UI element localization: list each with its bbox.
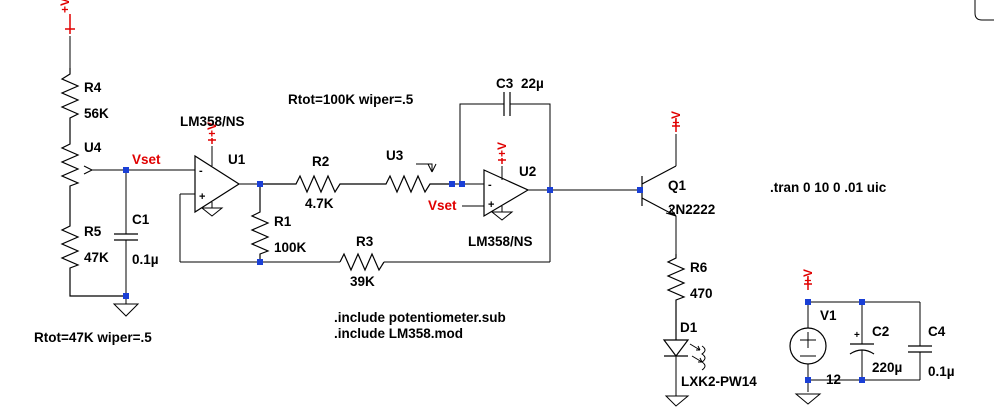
window-edge bbox=[974, 0, 994, 21]
transistor-q1: +V Q1 2N2222 bbox=[640, 111, 715, 254]
u4-name: U4 bbox=[84, 140, 102, 155]
u1-model: LM358/NS bbox=[180, 114, 245, 129]
v1-vplus-label: +V bbox=[801, 269, 815, 284]
vplus-source-left: +V bbox=[58, 0, 75, 68]
c4-value: 0.1µ bbox=[928, 364, 955, 379]
opamp-u2: - + +V U2 LM358/NS bbox=[452, 142, 640, 249]
r6-name: R6 bbox=[690, 260, 708, 275]
c2-value: 220µ bbox=[872, 360, 902, 375]
junction-node bbox=[805, 299, 811, 305]
resistor-r2: R2 4.7K bbox=[260, 154, 380, 211]
voltage-source-v1: +V V1 12 bbox=[789, 269, 841, 405]
r5-name: R5 bbox=[84, 224, 102, 239]
capacitor-c4: C4 0.1µ bbox=[808, 302, 955, 381]
net-vset-2: Vset bbox=[428, 198, 457, 213]
net-vset-1: Vset bbox=[132, 152, 161, 167]
capacitor-c3: C3 22µ bbox=[459, 76, 551, 190]
junction-node bbox=[859, 299, 865, 305]
junction-node bbox=[257, 259, 263, 265]
directive-pot-u3: Rtot=100K wiper=.5 bbox=[288, 92, 414, 107]
junction-node bbox=[859, 377, 865, 383]
d1-name: D1 bbox=[680, 320, 698, 335]
c1-name: C1 bbox=[132, 212, 150, 227]
junction-node bbox=[547, 187, 553, 193]
junction-node bbox=[449, 181, 455, 187]
r2-value: 4.7K bbox=[305, 196, 334, 211]
ground-led bbox=[664, 388, 690, 407]
r3-name: R3 bbox=[356, 234, 374, 249]
resistor-r3: R3 39K bbox=[180, 190, 551, 289]
junction-node bbox=[805, 377, 811, 383]
q1-name: Q1 bbox=[668, 178, 687, 193]
u1-vplus-label: +V bbox=[205, 122, 219, 137]
u1-plus-sign: + bbox=[199, 191, 205, 203]
directive-tran: .tran 0 10 0 .01 uic bbox=[770, 180, 887, 195]
u2-vplus-label: +V bbox=[495, 142, 509, 157]
directive-include-potentiometer: .include potentiometer.sub bbox=[334, 310, 506, 325]
junction-nodes bbox=[123, 167, 865, 383]
q1-vplus-label: +V bbox=[669, 111, 683, 126]
u2-name: U2 bbox=[519, 164, 536, 179]
junction-node bbox=[257, 181, 263, 187]
u1-minus-sign: - bbox=[199, 165, 203, 177]
led-d1: D1 LXK2-PW14 bbox=[662, 320, 757, 389]
resistor-r4: R4 56K bbox=[60, 68, 109, 140]
capacitor-c1: C1 0.1µ bbox=[114, 170, 159, 296]
r4-name: R4 bbox=[84, 80, 102, 95]
c1-value: 0.1µ bbox=[132, 252, 159, 267]
q1-model: 2N2222 bbox=[668, 202, 715, 217]
junction-node bbox=[637, 187, 643, 193]
r1-value: 100K bbox=[274, 240, 307, 255]
u3-name: U3 bbox=[386, 148, 404, 163]
u2-plus-sign: + bbox=[488, 199, 494, 211]
resistor-r6: R6 470 bbox=[666, 254, 713, 340]
c2-plus-sign: + bbox=[854, 330, 860, 341]
r5-value: 47K bbox=[84, 250, 109, 265]
u2-minus-sign: - bbox=[488, 179, 492, 191]
directive-include-lm358: .include LM358.mod bbox=[334, 326, 463, 341]
v1-name: V1 bbox=[820, 308, 837, 323]
d1-model: LXK2-PW14 bbox=[681, 374, 757, 389]
potentiometer-u4: U4 bbox=[60, 140, 126, 222]
junction-node bbox=[123, 293, 129, 299]
potentiometer-u3: U3 bbox=[380, 148, 452, 194]
r6-value: 470 bbox=[690, 286, 713, 301]
resistor-r1: R1 100K bbox=[250, 184, 307, 262]
u2-model: LM358/NS bbox=[468, 234, 533, 249]
c3-value: 22µ bbox=[521, 76, 544, 91]
c4-name: C4 bbox=[928, 324, 946, 339]
resistor-r5: R5 47K bbox=[60, 222, 126, 297]
r1-name: R1 bbox=[274, 214, 292, 229]
r3-value: 39K bbox=[350, 274, 375, 289]
directive-pot-u4: Rtot=47K wiper=.5 bbox=[34, 330, 152, 345]
r2-name: R2 bbox=[312, 154, 329, 169]
vplus-label: +V bbox=[58, 0, 72, 13]
c3-name: C3 bbox=[496, 76, 514, 91]
junction-node bbox=[459, 181, 465, 187]
junction-node bbox=[123, 167, 129, 173]
u1-name: U1 bbox=[228, 152, 246, 167]
r4-value: 56K bbox=[84, 106, 109, 121]
opamp-u1: - + +V U1 LM358/NS bbox=[126, 114, 260, 262]
c2-name: C2 bbox=[872, 324, 889, 339]
